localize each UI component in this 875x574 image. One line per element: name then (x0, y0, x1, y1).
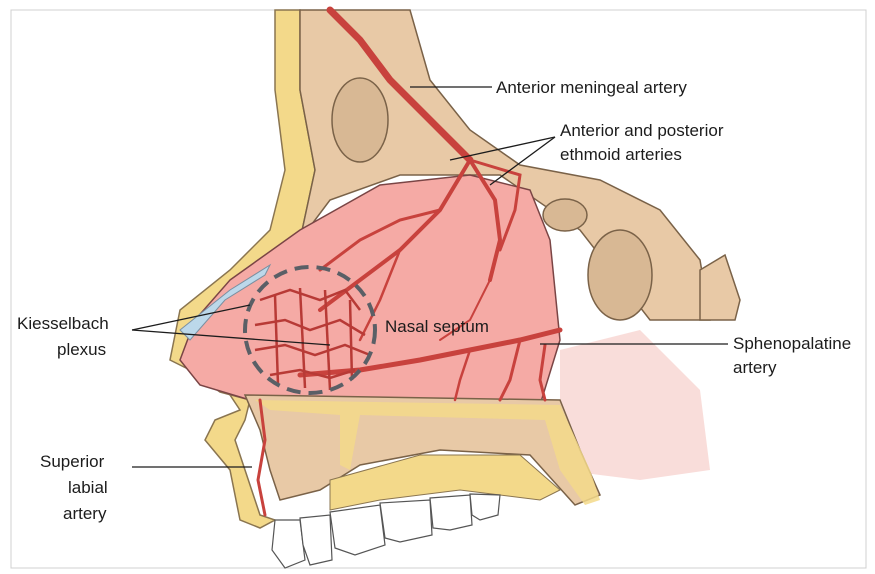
sphenoid-process (700, 255, 740, 320)
label-sphenopalatine-line1: Sphenopalatine (733, 334, 851, 353)
label-kiesselbach-line2: plexus (57, 340, 106, 359)
teeth (272, 494, 500, 568)
label-ethmoid-arteries-line1: Anterior and posterior (560, 121, 724, 140)
label-nasal-septum: Nasal septum (385, 317, 489, 336)
label-sphenopalatine-line2: artery (733, 358, 777, 377)
label-kiesselbach-line1: Kiesselbach (17, 314, 109, 333)
label-anterior-meningeal-artery: Anterior meningeal artery (496, 78, 687, 97)
sphenoid-sinus (588, 230, 652, 320)
frontal-sinus (332, 78, 388, 162)
label-ethmoid-arteries-line2: ethmoid arteries (560, 145, 682, 164)
label-superior-labial-line3: artery (63, 504, 107, 523)
label-superior-labial-line1: Superior (40, 452, 105, 471)
label-superior-labial-line2: labial (68, 478, 108, 497)
sphenoid-cavity-small (543, 199, 587, 231)
